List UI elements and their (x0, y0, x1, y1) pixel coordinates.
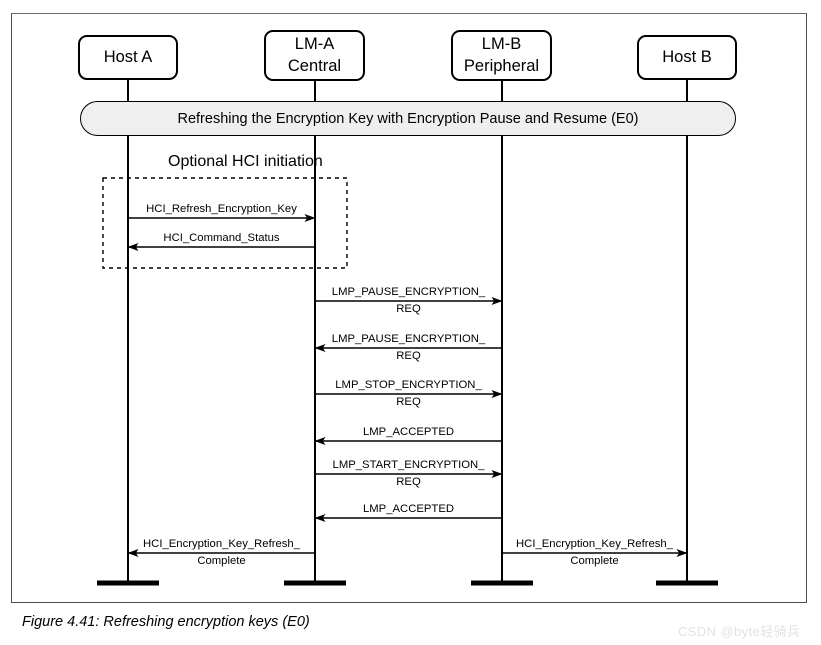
phase-banner: Refreshing the Encryption Key with Encry… (80, 101, 736, 136)
message-label-line1: HCI_Refresh_Encryption_Key (146, 203, 297, 215)
watermark: CSDN @byte轻骑兵 (678, 624, 801, 639)
message-label-hci-command-status: HCI_Command_Status (163, 232, 279, 246)
message-label-line2: Complete (570, 554, 619, 567)
message-label-hci-encryption-key-refresh-complete-right: HCI_Encryption_Key_Refresh_ Complete (516, 538, 673, 568)
message-label-line2: REQ (396, 302, 421, 315)
message-label-hci-refresh-encryption-key: HCI_Refresh_Encryption_Key (146, 203, 297, 217)
message-label-line2: Complete (197, 554, 246, 567)
actor-label-line1: LM-B (481, 34, 522, 53)
message-label-hci-encryption-key-refresh-complete-left: HCI_Encryption_Key_Refresh_ Complete (143, 538, 300, 568)
actor-label-line1: Host A (103, 47, 153, 66)
actor-box-host-a[interactable]: Host A (78, 35, 178, 80)
actor-box-lm-a[interactable]: LM-A Central (264, 30, 365, 81)
message-label-line2: REQ (396, 475, 421, 488)
message-label-lmp-accepted-2: LMP_ACCEPTED (363, 503, 454, 517)
actor-label-line2: Central (287, 56, 342, 75)
message-label-lmp-start-encryption-req: LMP_START_ENCRYPTION_ REQ (333, 459, 485, 489)
message-label-line1: LMP_PAUSE_ENCRYPTION_ (331, 333, 486, 345)
phase-banner-label: Refreshing the Encryption Key with Encry… (177, 110, 639, 127)
optional-region-title: Optional HCI initiation (168, 153, 323, 170)
message-label-lmp-pause-encryption-req-1: LMP_PAUSE_ENCRYPTION_ REQ (332, 286, 485, 316)
message-label-line1: LMP_ACCEPTED (362, 426, 455, 438)
message-label-line1: LMP_STOP_ENCRYPTION_ (335, 379, 482, 391)
message-label-lmp-stop-encryption-req: LMP_STOP_ENCRYPTION_ REQ (335, 379, 482, 409)
actor-label-line2: Peripheral (463, 56, 540, 75)
actor-box-lm-b[interactable]: LM-B Peripheral (451, 30, 552, 81)
figure-caption: Figure 4.41: Refreshing encryption keys … (22, 614, 310, 630)
message-label-line2: REQ (396, 395, 421, 408)
message-label-line1: HCI_Command_Status (163, 232, 280, 244)
message-label-lmp-pause-encryption-req-2: LMP_PAUSE_ENCRYPTION_ REQ (332, 333, 485, 363)
message-label-line1: HCI_Encryption_Key_Refresh_ (143, 538, 300, 550)
actor-box-host-b[interactable]: Host B (637, 35, 737, 80)
actor-label-line1: Host B (662, 47, 712, 66)
actor-label-line1: LM-A (294, 34, 335, 53)
message-label-line2: REQ (396, 349, 421, 362)
message-label-line1: LMP_START_ENCRYPTION_ (332, 459, 485, 471)
message-label-line1: LMP_PAUSE_ENCRYPTION_ (331, 286, 486, 298)
message-label-lmp-accepted-1: LMP_ACCEPTED (363, 426, 454, 440)
message-label-line1: LMP_ACCEPTED (362, 503, 455, 515)
message-label-line1: HCI_Encryption_Key_Refresh_ (516, 538, 673, 550)
